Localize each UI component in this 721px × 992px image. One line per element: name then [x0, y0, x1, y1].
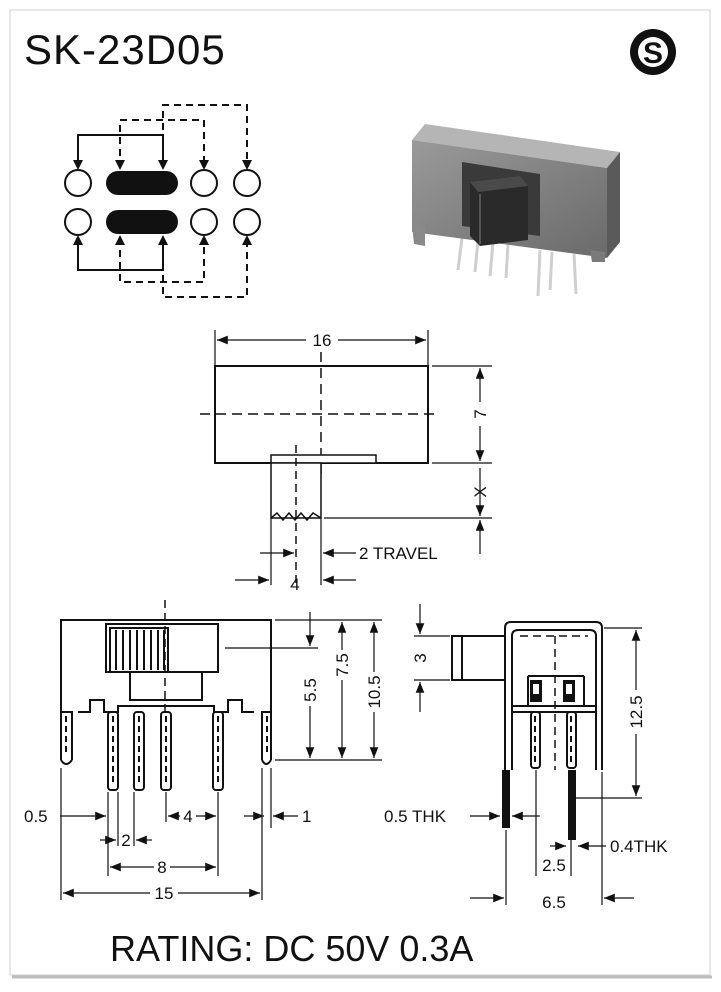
product-photo: [412, 124, 620, 297]
dim-5-5-label: 5.5: [301, 678, 320, 702]
rating-text: RATING: DC 50V 0.3A: [110, 928, 473, 969]
dim-span-15-label: 15: [155, 884, 174, 903]
dim-side-12-5-label: 12.5: [627, 695, 646, 728]
dim-thk-right-label: 0.4THK: [610, 837, 668, 856]
side-view: 3 12.5 0.5 THK 0.4THK 2.5 6: [384, 604, 668, 912]
dim-pin-spacing-label: 4: [183, 807, 192, 826]
dim-7-5-label: 7.5: [333, 653, 352, 677]
brand-logo: S: [630, 29, 676, 75]
top-view: 16 7 X 2 TRAVEL 4: [200, 329, 492, 594]
front-view: 5.5 7.5 10.5 0.5 4 1 2 8: [24, 600, 384, 903]
dim-pin-pitch-label: 2: [121, 831, 130, 850]
dim-width-label: 16: [313, 331, 332, 350]
dim-height-label: 7: [471, 409, 490, 418]
dim-span-8-label: 8: [157, 858, 166, 877]
logo-letter: S: [643, 37, 663, 70]
dim-side-2-5-label: 2.5: [542, 856, 566, 875]
dim-actuator-width-label: 4: [290, 575, 299, 594]
page-border: [9, 9, 711, 976]
dim-side-3-label: 3: [411, 653, 430, 662]
dim-side-6-5-label: 6.5: [542, 893, 566, 912]
slider-contact-bottom: [106, 210, 178, 234]
part-number-title: SK-23D05: [24, 26, 226, 73]
switch-schematic: [64, 104, 261, 298]
dim-edge-gap-label: 1: [302, 807, 311, 826]
dim-0-5-label: 0.5: [24, 807, 48, 826]
slider-contact-top: [106, 171, 178, 195]
dim-x-label: X: [471, 486, 490, 497]
dim-thk-left-label: 0.5 THK: [384, 807, 447, 826]
dim-travel-label: 2 TRAVEL: [359, 544, 438, 563]
dim-10-5-label: 10.5: [365, 675, 384, 708]
